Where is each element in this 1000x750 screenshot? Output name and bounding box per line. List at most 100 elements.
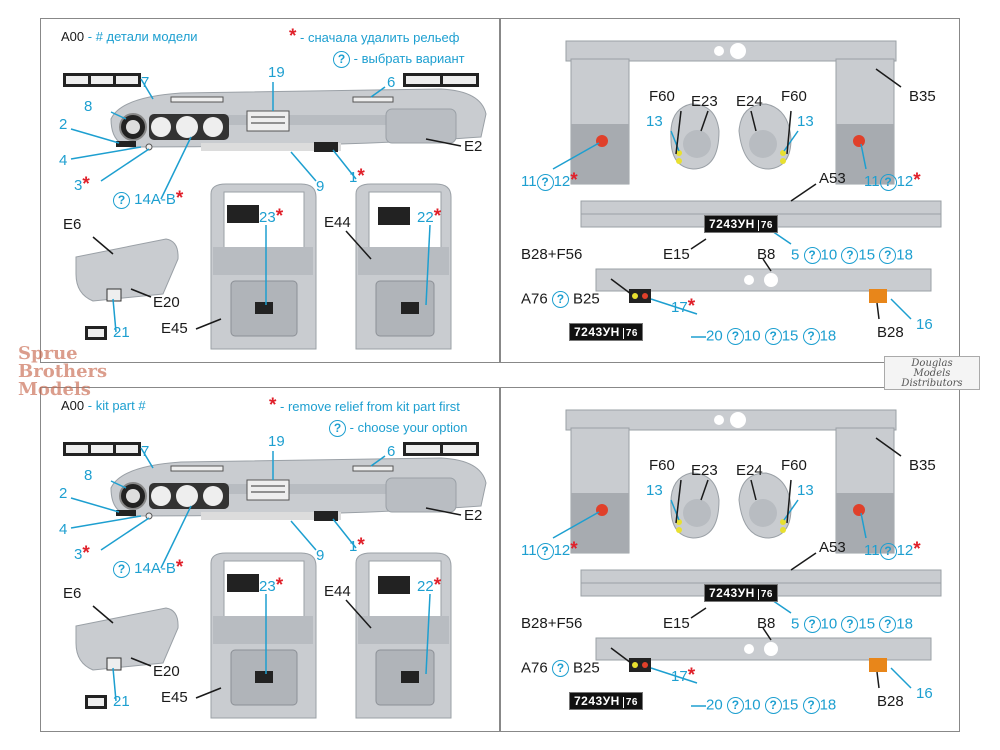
- distributor-line1: Douglas: [911, 358, 953, 369]
- relief-note: - remove relief from kit part first: [280, 399, 460, 414]
- label-10: 10: [743, 327, 761, 345]
- label-22: 22: [417, 578, 434, 595]
- label-F60-right: F60: [781, 88, 807, 105]
- plate-number: 7243: [574, 325, 603, 339]
- label-3-group: 3*: [74, 175, 90, 194]
- question-icon: ?: [879, 247, 897, 264]
- label-22: 22: [417, 209, 434, 226]
- plate-region: 76: [622, 697, 638, 708]
- question-icon: ?: [803, 616, 821, 633]
- label-5-options: 5 ?10 ?15 ?18: [791, 247, 913, 264]
- label-21: 21: [113, 693, 130, 710]
- header-kit-part-en: A00 - kit part #: [61, 398, 146, 413]
- distributor-line3: Distributors: [901, 378, 963, 389]
- panel-frame-ru: B35 F60 E23 E24 F60 13 13 11?12* 11?12* …: [500, 18, 960, 363]
- watermark-line2: Brothers: [18, 361, 108, 382]
- label-B35: B35: [909, 88, 936, 105]
- label-21: 21: [113, 324, 130, 341]
- label-11-12-right: 11?12*: [864, 171, 921, 191]
- label-E2: E2: [464, 138, 483, 155]
- label-A53: A53: [819, 539, 846, 556]
- label-9: 9: [316, 547, 325, 564]
- header-relief-ru: * - сначала удалить рельеф: [289, 27, 459, 46]
- label-9: 9: [316, 178, 325, 195]
- label-E45: E45: [161, 689, 188, 706]
- star-icon: *: [433, 206, 442, 227]
- label-23: 23: [259, 209, 276, 226]
- star-icon: *: [175, 557, 184, 578]
- label-22-group: 22*: [417, 206, 442, 227]
- label-6: 6: [387, 443, 396, 460]
- option-note: - выбрать вариант: [353, 51, 465, 66]
- question-icon: ?: [803, 247, 821, 264]
- label-8: 8: [84, 467, 93, 484]
- label-23-group: 23*: [259, 576, 283, 595]
- plate-letters: УН: [602, 325, 620, 339]
- label-5: 5: [791, 246, 800, 264]
- label-E24: E24: [736, 462, 763, 479]
- label-20-options: 20 ?10 ?15 ?18: [706, 697, 836, 714]
- label-17: 17: [671, 299, 688, 316]
- panel-dashboard-ru: A00 - # детали модели * - сначала удалит…: [40, 18, 500, 363]
- label-A76-B25: A76 ? B25: [521, 291, 600, 308]
- relief-star-icon: *: [269, 395, 277, 416]
- distributor-line2: Models: [913, 368, 951, 379]
- plate-letters: УН: [737, 217, 755, 231]
- label-15: 15: [781, 327, 799, 345]
- panel-dashboard-en: A00 - kit part # * - remove relief from …: [40, 387, 500, 732]
- sprue-brothers-watermark: Sprue Brothers Models: [18, 345, 107, 399]
- label-3: 3: [74, 546, 83, 563]
- label-18: 18: [819, 327, 837, 345]
- label-2: 2: [59, 485, 68, 502]
- header-option-ru: ? - выбрать вариант: [333, 51, 465, 69]
- star-icon: *: [687, 665, 696, 686]
- question-icon: ?: [879, 542, 897, 560]
- label-16: 16: [916, 685, 933, 702]
- star-icon: *: [275, 206, 284, 227]
- plate-number: 7243: [709, 586, 738, 600]
- label-11: 11: [864, 542, 880, 559]
- label-A76: A76: [521, 290, 548, 308]
- label-B25: B25: [573, 659, 600, 677]
- label-B35: B35: [909, 457, 936, 474]
- label-11: 11: [864, 173, 880, 190]
- question-icon: ?: [551, 291, 569, 308]
- label-14ab-group: ? 14A-B*: [113, 189, 183, 209]
- label-11-12-left: 11?12*: [521, 171, 578, 191]
- option-question-icon: ?: [329, 420, 346, 438]
- header-kit-part-ru: A00 - # детали модели: [61, 29, 198, 44]
- label-E15: E15: [663, 246, 690, 263]
- label-3-group: 3*: [74, 543, 90, 564]
- plate-region: 76: [757, 589, 773, 600]
- question-icon: ?: [841, 616, 859, 633]
- label-3: 3: [74, 177, 83, 194]
- label-12: 12: [896, 542, 914, 559]
- label-E6: E6: [63, 585, 82, 602]
- label-17-group: 17*: [671, 665, 696, 686]
- star-icon: *: [687, 296, 696, 317]
- label-5-options: 5 ?10 ?15 ?18: [791, 616, 913, 633]
- plate-region: 76: [757, 220, 773, 231]
- label-1-group: 1*: [349, 536, 365, 555]
- label-14ab: 14A-B: [134, 191, 176, 208]
- star-icon: *: [357, 166, 365, 187]
- option-note: - choose your option: [349, 420, 468, 435]
- star-icon: *: [82, 543, 90, 564]
- dashboard-illustration: [63, 442, 487, 719]
- plate-letters: УН: [602, 694, 620, 708]
- label-15: 15: [781, 696, 799, 714]
- label-7: 7: [141, 74, 150, 91]
- plate-region: 76: [622, 328, 638, 339]
- label-11-12-right: 11?12*: [864, 540, 921, 560]
- label-5: 5: [791, 615, 800, 633]
- label-12: 12: [553, 542, 571, 559]
- header-option-en: ? - choose your option: [329, 420, 468, 438]
- label-F60-left: F60: [649, 457, 675, 474]
- plate-number: 7243: [574, 694, 603, 708]
- label-E23: E23: [691, 462, 718, 479]
- dashboard-illustration: [63, 73, 487, 350]
- label-23-group: 23*: [259, 206, 284, 227]
- question-icon: ?: [536, 542, 554, 560]
